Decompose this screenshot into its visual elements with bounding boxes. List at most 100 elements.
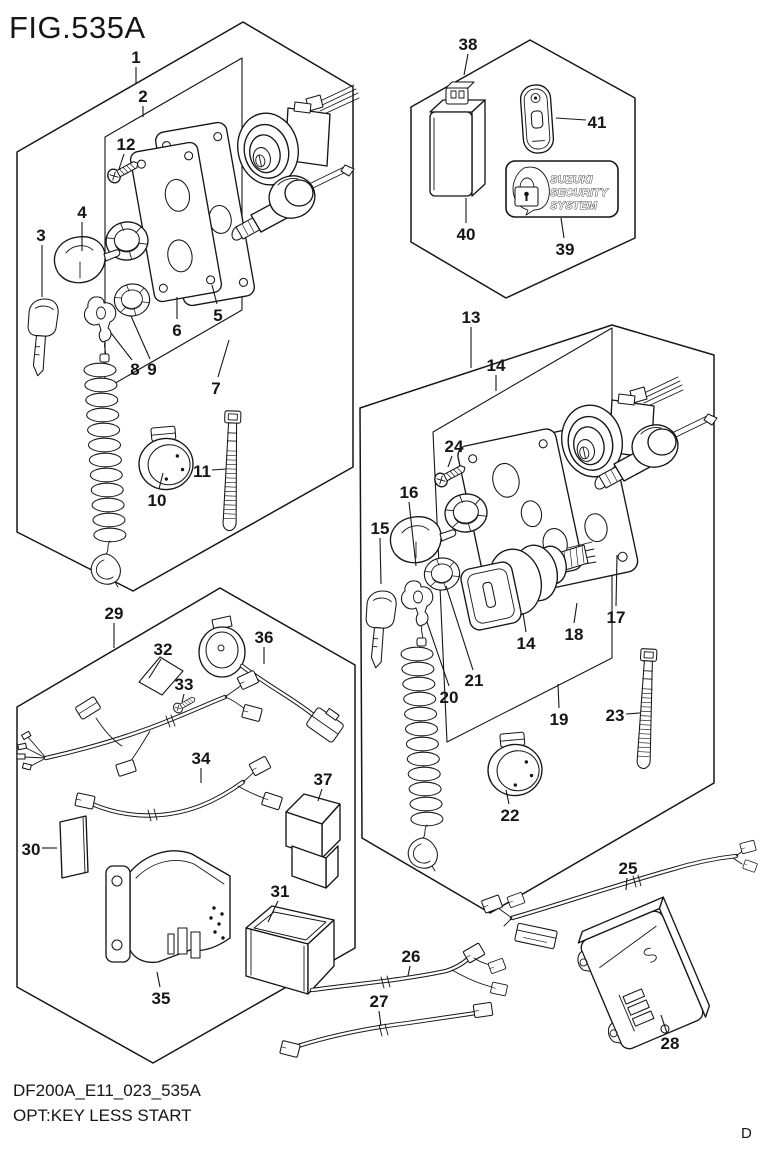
callout-10-leader xyxy=(158,472,164,490)
padlock-icon xyxy=(514,177,539,207)
callout-22-leader xyxy=(505,789,510,805)
harness-27 xyxy=(279,1001,494,1059)
callout-11: 11 xyxy=(193,462,211,481)
group-box-13-outline xyxy=(359,324,715,914)
callout-41: 41 xyxy=(588,113,607,132)
ecu-unit-28 xyxy=(577,896,711,1050)
callout-5-leader xyxy=(211,284,218,305)
callout-13: 13 xyxy=(462,308,481,327)
callout-9-leader xyxy=(130,315,151,360)
callout-10: 10 xyxy=(148,491,167,510)
security-module-40 xyxy=(429,81,486,197)
callout-27: 27 xyxy=(370,992,389,1011)
key-switch-assembly-a xyxy=(24,84,360,588)
group-box-1-outline xyxy=(16,21,354,592)
callout-36: 36 xyxy=(255,628,274,647)
callout-37: 37 xyxy=(314,770,333,789)
security-label-line1: SUZUKI xyxy=(550,174,593,186)
callout-21-leader xyxy=(445,585,474,671)
buzzer-36 xyxy=(198,615,344,743)
callout-6: 6 xyxy=(172,321,181,340)
callout-2: 2 xyxy=(138,87,147,106)
cap-10 xyxy=(135,424,196,493)
callout-35: 35 xyxy=(152,989,171,1008)
callout-34: 34 xyxy=(192,749,211,768)
callout-23-leader xyxy=(625,712,641,715)
group-box-29-outline xyxy=(16,587,356,1064)
callout-21: 21 xyxy=(465,671,484,690)
callout-14: 14 xyxy=(487,356,506,375)
callout-19-leader xyxy=(557,683,560,709)
callout-28: 28 xyxy=(661,1034,680,1053)
sub-harness-34 xyxy=(74,755,284,822)
security-label-line3: SYSTEM xyxy=(550,200,598,212)
callout-33: 33 xyxy=(175,675,194,694)
ring-nut-small-b xyxy=(421,555,463,593)
relay-37 xyxy=(285,793,341,889)
callout-25: 25 xyxy=(619,859,638,878)
callout-27-leader xyxy=(378,1010,382,1027)
callout-15-leader xyxy=(379,537,382,585)
callout-37-leader xyxy=(317,788,323,802)
panel-plate-front-6 xyxy=(129,141,223,303)
main-key-switch-14 xyxy=(460,541,597,631)
security-system-label-39: SUZUKI SECURITY SYSTEM xyxy=(505,160,619,218)
knob-cover-15 xyxy=(389,516,457,564)
harness-kit-group xyxy=(16,615,344,995)
callout-12-leader xyxy=(118,153,125,170)
key-switch-assembly-b xyxy=(362,376,718,872)
group-box-38-outline xyxy=(410,39,636,299)
callout-32: 32 xyxy=(154,640,173,659)
callout-7-leader xyxy=(217,339,230,378)
lanyard-8 xyxy=(83,296,127,588)
callout-41-leader xyxy=(555,117,587,121)
callout-25-leader xyxy=(625,877,628,891)
key-3 xyxy=(24,297,60,378)
callout-35-leader xyxy=(156,971,161,988)
callout-19: 19 xyxy=(550,710,569,729)
callout-38-leader xyxy=(463,53,469,76)
callout-23: 23 xyxy=(606,706,625,725)
sub-bracket-14-outline xyxy=(432,327,613,743)
callout-26-leader xyxy=(407,965,411,977)
bracket-35 xyxy=(105,850,231,964)
callout-7: 7 xyxy=(211,379,220,398)
callout-26: 26 xyxy=(402,947,421,966)
callout-24: 24 xyxy=(445,437,464,456)
callout-18: 18 xyxy=(565,625,584,644)
figure-option: OPT:KEY LESS START xyxy=(13,1106,192,1125)
callout-38: 38 xyxy=(459,35,478,54)
figure-code: DF200A_E11_023_535A xyxy=(13,1081,201,1100)
callout-39-leader xyxy=(560,217,565,239)
callout-5: 5 xyxy=(213,306,222,325)
callout-40: 40 xyxy=(457,225,476,244)
callout-28-leader xyxy=(660,1014,668,1034)
bottom-parts xyxy=(279,839,758,1059)
callout-32-leader xyxy=(148,658,162,679)
case-31 xyxy=(245,905,335,995)
callout-24-leader xyxy=(447,455,453,468)
page-letter: D xyxy=(741,1125,752,1142)
callout-17-leader xyxy=(615,554,618,607)
ring-nut-small-9 xyxy=(111,281,153,319)
callout-14: 14 xyxy=(517,634,536,653)
callout-39: 39 xyxy=(556,240,575,259)
callout-16-leader xyxy=(408,501,417,567)
pad-30 xyxy=(59,815,89,879)
callout-29: 29 xyxy=(105,604,124,623)
callout-3: 3 xyxy=(36,226,45,245)
profile-swoosh-icon xyxy=(512,166,550,216)
callout-31-leader xyxy=(267,900,279,923)
callout-14-leader xyxy=(522,612,527,633)
callout-15: 15 xyxy=(371,519,390,538)
key-b xyxy=(362,589,398,670)
kill-switch-a xyxy=(228,164,355,243)
callout-11-leader xyxy=(211,468,227,471)
cable-tie-23 xyxy=(634,648,658,770)
callout-12: 12 xyxy=(117,135,136,154)
cap-22 xyxy=(484,730,545,799)
callout-30: 30 xyxy=(22,840,41,859)
outline-boxes xyxy=(16,21,715,1064)
